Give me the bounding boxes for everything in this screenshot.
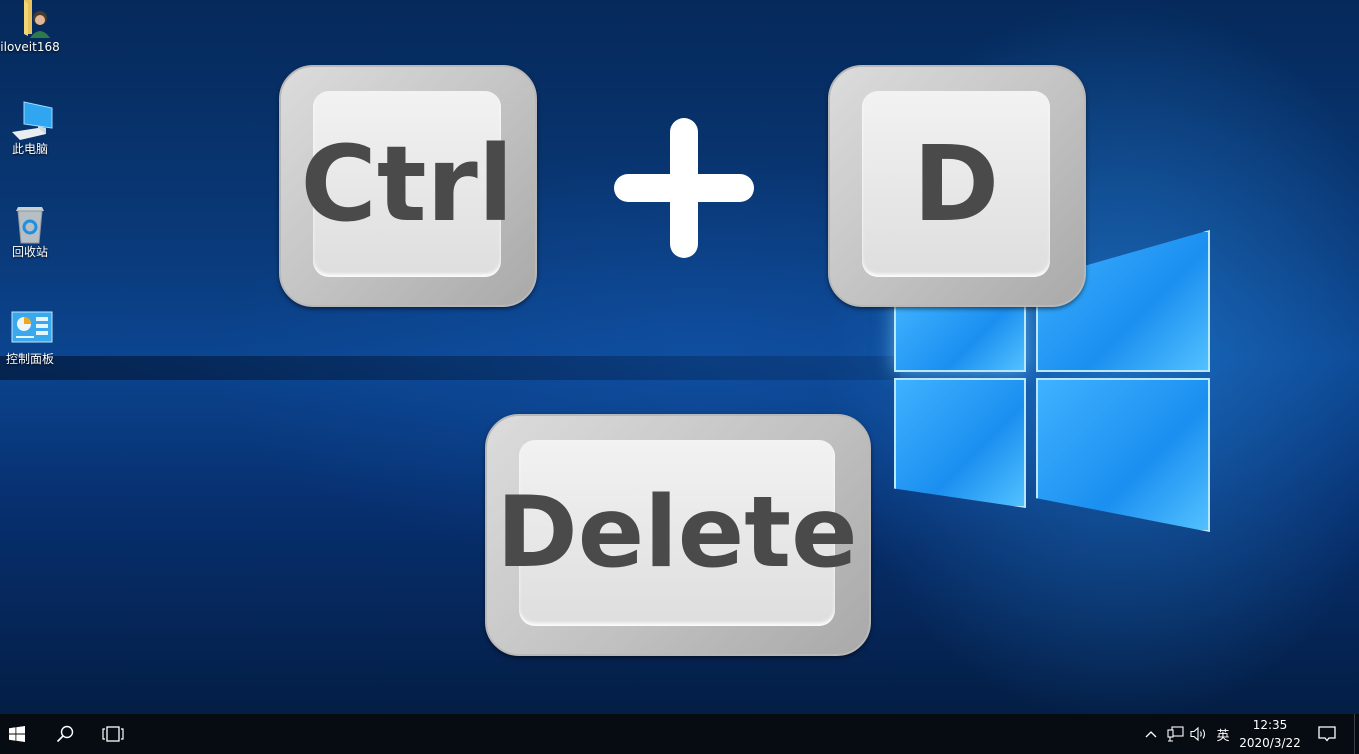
search-button[interactable] xyxy=(48,714,82,754)
logo-pane-bottom-left xyxy=(894,378,1026,508)
action-center-icon xyxy=(1318,726,1336,742)
key-label: Ctrl xyxy=(301,91,514,277)
taskbar: 英 12:35 2020/3/22 xyxy=(0,714,1359,754)
task-view-button[interactable] xyxy=(96,714,130,754)
key-label: D xyxy=(862,91,1050,277)
desktop-icon-this-pc[interactable]: 此电脑 xyxy=(0,100,60,157)
recycle-bin-icon xyxy=(10,203,50,244)
desktop: iloveit168 此电脑 回收站 xyxy=(0,0,1359,714)
windows-start-icon xyxy=(9,726,25,742)
desktop-icon-recycle-bin[interactable]: 回收站 xyxy=(0,203,60,260)
wallpaper-key-delete: Delete xyxy=(485,414,871,656)
wallpaper-shadow-band xyxy=(0,356,900,380)
start-button[interactable] xyxy=(0,714,34,754)
desktop-icon-label: 此电脑 xyxy=(11,142,48,156)
show-desktop-button[interactable] xyxy=(1354,714,1355,754)
wallpaper-key-d: D xyxy=(828,65,1086,307)
desktop-icon-label: 回收站 xyxy=(11,245,48,259)
volume-button[interactable] xyxy=(1188,714,1210,754)
desktop-icon-control-panel[interactable]: 控制面板 xyxy=(0,310,60,367)
desktop-icon-label: iloveit168 xyxy=(0,40,60,54)
action-center-button[interactable] xyxy=(1310,714,1344,754)
plus-sign xyxy=(614,118,754,258)
show-hidden-icons-button[interactable] xyxy=(1141,714,1161,754)
volume-icon xyxy=(1190,726,1206,742)
logo-pane-bottom-right xyxy=(1036,378,1210,532)
logo-pane-top-left xyxy=(894,300,1026,372)
desktop-icon-label: 控制面板 xyxy=(5,352,54,366)
clock-time: 12:35 xyxy=(1252,718,1288,732)
control-panel-icon xyxy=(10,310,53,348)
network-icon xyxy=(1166,726,1184,742)
wallpaper-key-ctrl: Ctrl xyxy=(279,65,537,307)
network-button[interactable] xyxy=(1164,714,1186,754)
search-icon xyxy=(56,725,74,743)
input-method-indicator[interactable]: 英 xyxy=(1216,728,1230,744)
desktop-icon-user-folder[interactable]: iloveit168 xyxy=(0,0,60,54)
chevron-up-icon xyxy=(1145,731,1157,738)
clock-date: 2020/3/22 xyxy=(1239,736,1301,750)
computer-icon xyxy=(10,100,53,140)
key-label: Delete xyxy=(496,440,858,626)
clock-button[interactable]: 12:35 2020/3/22 xyxy=(1232,716,1308,752)
task-view-icon xyxy=(102,726,124,742)
user-folder-icon xyxy=(10,0,50,38)
